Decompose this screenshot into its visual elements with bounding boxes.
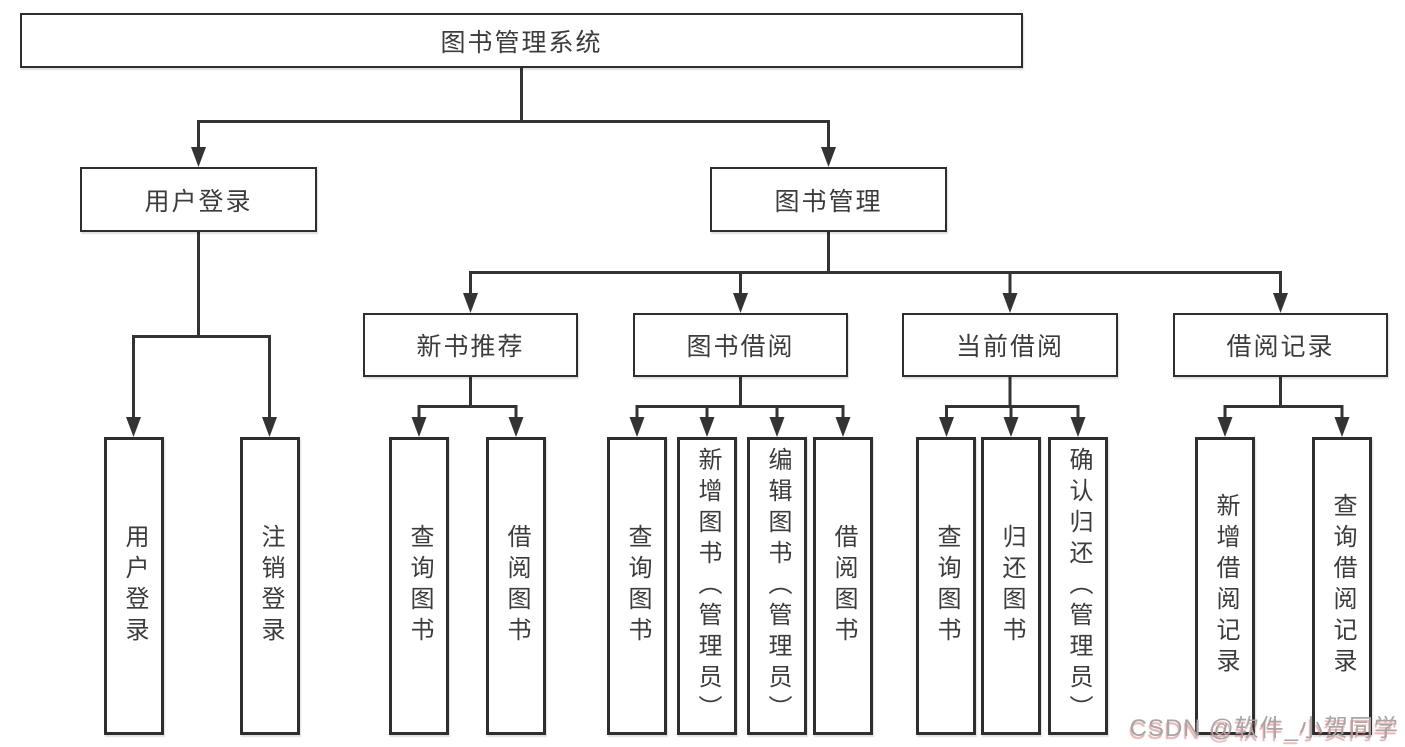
node-borrow-record: 借阅记录: [1173, 313, 1388, 377]
leaf-query-books-current: 查询图书: [916, 437, 976, 735]
leaf-edit-books-admin: 编辑图书（管理员）: [747, 437, 807, 735]
node-current-borrow: 当前借阅: [902, 313, 1118, 377]
leaf-add-borrow-record: 新增借阅记录: [1195, 437, 1255, 735]
leaf-return-books: 归还图书: [981, 437, 1041, 735]
leaf-add-books-admin: 新增图书（管理员）: [677, 437, 737, 735]
leaf-query-borrow-record: 查询借阅记录: [1312, 437, 1372, 735]
connector-arrowheads: [126, 147, 1350, 437]
leaf-confirm-return-admin: 确认归还（管理员）: [1048, 437, 1108, 735]
node-book-borrow: 图书借阅: [633, 313, 848, 377]
node-book-management: 图书管理: [710, 167, 947, 232]
leaf-query-books-borrow: 查询图书: [607, 437, 667, 735]
node-library-system: 图书管理系统: [20, 13, 1023, 68]
leaf-query-books-recommend: 查询图书: [389, 437, 449, 735]
node-new-book-recommend: 新书推荐: [363, 313, 578, 377]
leaf-borrow-books: 借阅图书: [813, 437, 873, 735]
leaf-logout: 注销登录: [240, 437, 300, 735]
leaf-borrow-books-recommend: 借阅图书: [486, 437, 546, 735]
csdn-watermark: CSDN @软件_小贺同学: [1129, 715, 1399, 742]
leaf-user-login: 用户登录: [104, 437, 164, 735]
node-user-login: 用户登录: [80, 167, 317, 232]
